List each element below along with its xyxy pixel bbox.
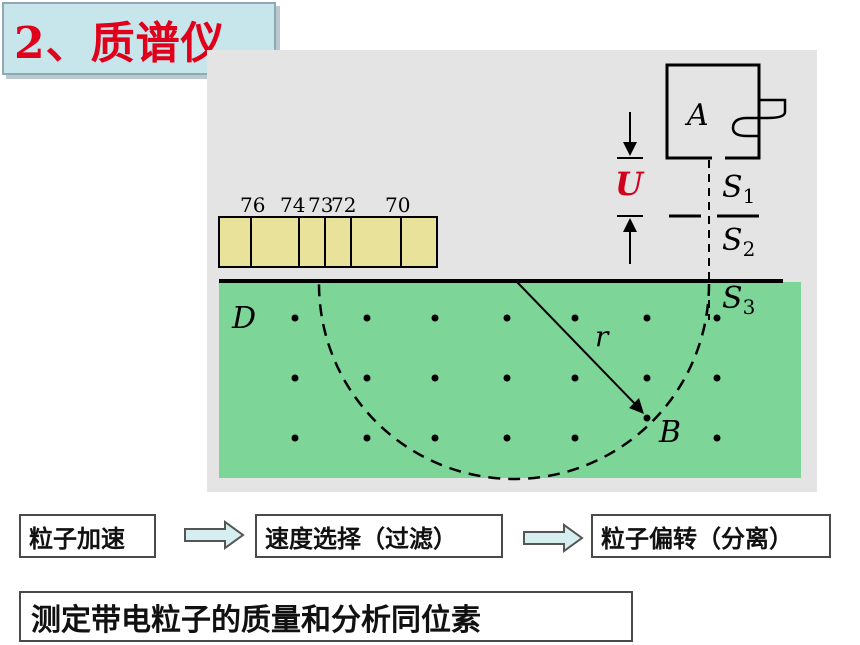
flow-arrow-icon (184, 520, 245, 550)
magnetic-field-dots (291, 314, 721, 442)
label-U: U (615, 165, 645, 203)
voltage-arrow-bottom-head (623, 218, 637, 232)
voltage-arrow-top-head (623, 142, 637, 156)
title-box: 2、质谱仪 (2, 2, 276, 75)
flow-step-velocity-selection: 速度选择（过滤） (255, 514, 503, 558)
ion-source-inlet (731, 98, 787, 138)
ion-trajectory (317, 283, 711, 481)
scale-label-74: 74 (280, 193, 305, 217)
magnetic-field-region (219, 282, 801, 478)
flow-step-deflection: 粒子偏转（分离） (591, 514, 831, 558)
flow-step-acceleration: 粒子加速 (19, 514, 156, 558)
ion-source-chamber (665, 63, 761, 160)
scale-label-73: 73 (308, 193, 333, 217)
scale-label-72: 72 (331, 193, 356, 217)
conclusion-box: 测定带电粒子的质量和分析同位素 (19, 591, 633, 642)
page-title: 2、质谱仪 (14, 17, 226, 69)
radius-arrow-line (516, 281, 638, 407)
label-S3: S3 (722, 281, 755, 319)
scale-label-70: 70 (385, 193, 410, 217)
label-r: r (595, 320, 610, 353)
label-D: D (231, 301, 256, 336)
label-A: A (684, 98, 709, 133)
point-B-dot (643, 414, 651, 422)
flow-step-velocity-selection-label: 速度选择（过滤） (265, 524, 457, 553)
radius-arrow-head (629, 398, 644, 414)
flow-step-acceleration-label: 粒子加速 (29, 524, 125, 553)
flow-step-deflection-label: 粒子偏转（分离） (601, 524, 793, 553)
conclusion-text: 测定带电粒子的质量和分析同位素 (31, 602, 481, 638)
label-B: B (658, 415, 681, 450)
mass-spectrometer-diagram: A S1 S2 U 76 74 73 72 70 S3 D (207, 50, 817, 492)
flow-arrow-icon (523, 523, 584, 553)
label-S2: S2 (722, 223, 755, 261)
scale-label-76: 76 (240, 193, 265, 217)
label-S1: S1 (722, 170, 755, 208)
